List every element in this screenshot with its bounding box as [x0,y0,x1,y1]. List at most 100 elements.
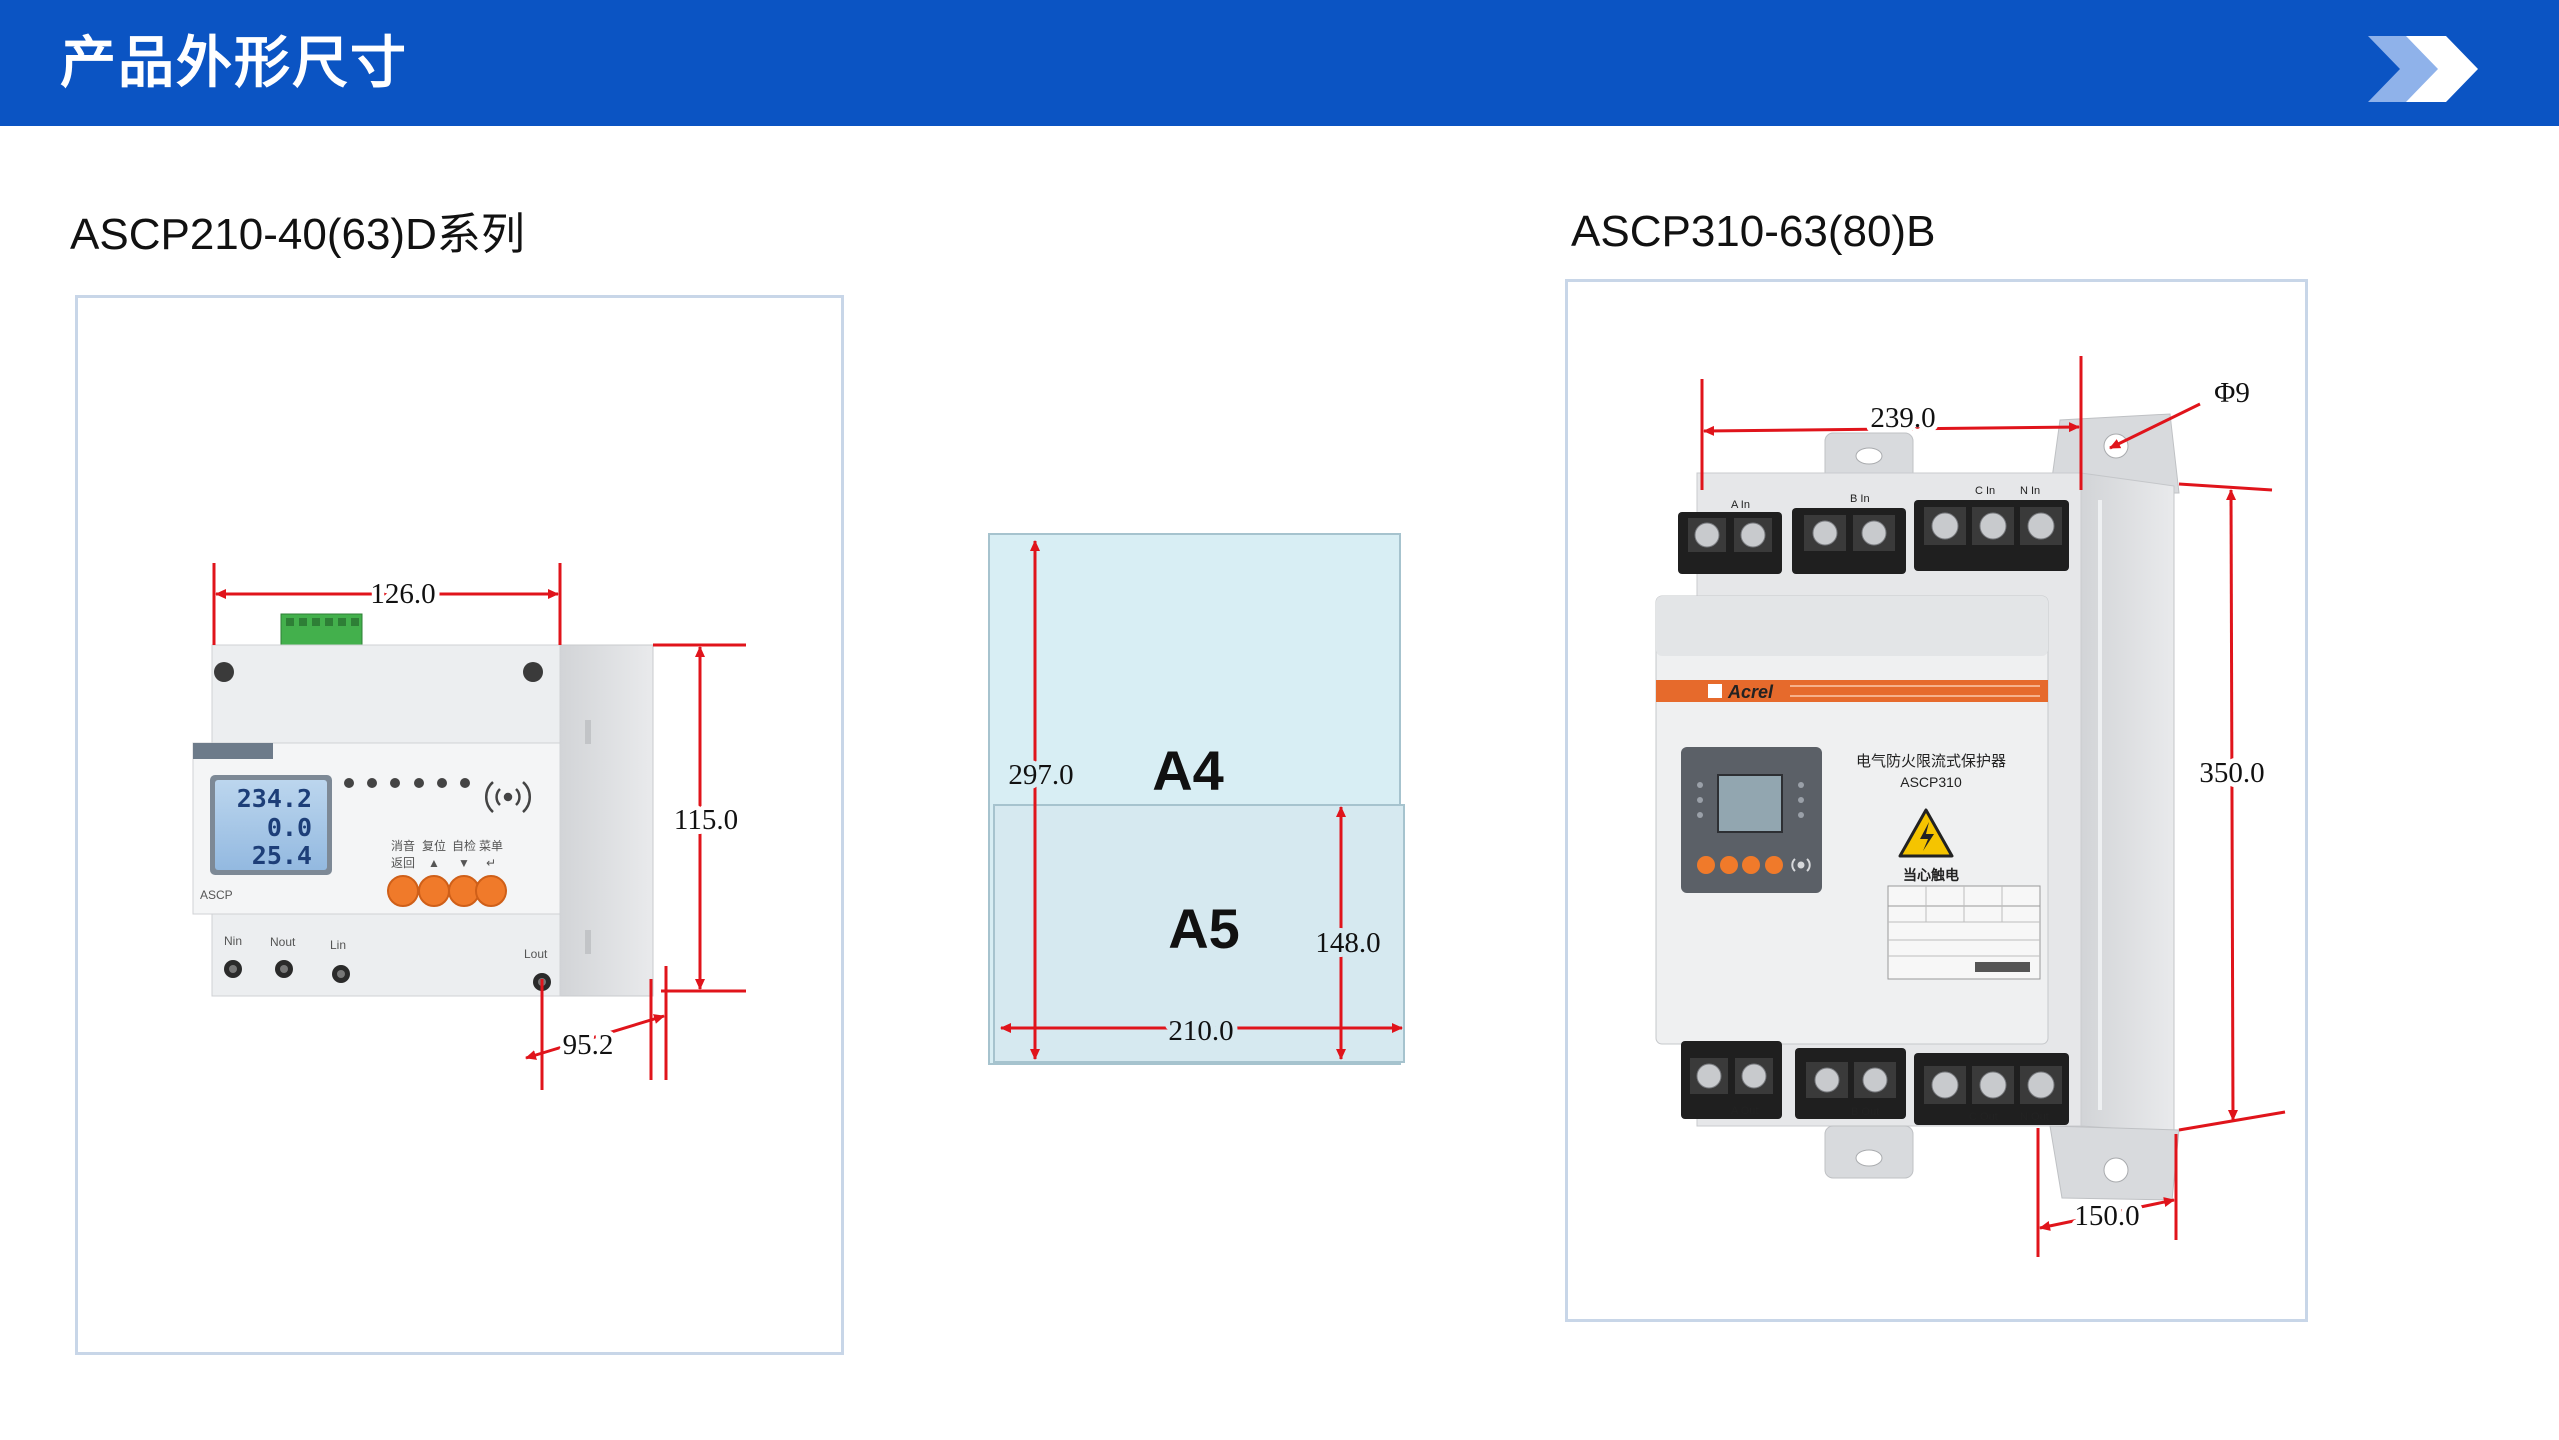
left-device-image: 234.2 0.0 25.4 消音 返回 复位 ▲ 自检 ▼ 菜单 ↵ [192,613,654,997]
device-side-panel [559,644,654,997]
height-dimension-line [2226,489,2238,1121]
lcd-temperature: 25.4 [252,841,312,870]
lcd-screen [215,780,327,870]
status-leds [1697,782,1804,818]
terminal-label-a-out: A Out [1731,1105,1759,1117]
side-slot [585,930,591,954]
lcd-current: 0.0 [267,813,312,842]
a5-label: A5 [1168,897,1240,960]
height-extension-line [2178,482,2273,492]
product-name: 电气防火限流式保护器 [1856,753,2006,770]
device-top-panel [211,644,561,744]
mounting-hole [2103,1157,2129,1183]
selftest-down-button [448,875,480,907]
a5-sheet [993,804,1405,1063]
terminal-label-n-in: N In [2020,485,2040,497]
left-dimensions: 126.0 115.0 95.2 [212,563,746,1090]
width-label: 126.0 [370,578,435,610]
side-slot [585,720,591,744]
terminal-label-c-out: C Out [1969,1111,1998,1123]
page-title: 产品外形尺寸 [60,31,408,94]
mounting-slot [1855,447,1883,465]
input-terminal-blocks [1678,500,2069,574]
terminal-label-a-in: A In [1731,499,1750,511]
right-product-title: ASCP310-63(80)B [1571,207,1936,256]
terminal-screws [286,618,359,626]
wireless-icon [484,781,532,813]
terminal-label-lout: Lout [524,947,548,961]
a4-width-label: 210.0 [1168,1015,1233,1047]
mute-return-button [387,875,419,907]
header-bar: 产品外形尺寸 [0,0,2559,126]
terminal-label-n-out: N Out [2020,1111,2049,1123]
terminal-label-lin: Lin [330,938,346,952]
device-side-panel [2080,472,2175,1133]
bottom-mounting-tabs [1824,1125,2180,1201]
height-label: 115.0 [674,804,738,836]
height-label: 350.0 [2199,757,2264,789]
brand-stripe: Acrel [1656,680,2048,702]
reset-up-button [418,875,450,907]
mounting-slot [1855,1149,1883,1167]
terminal-holes [224,960,551,991]
lcd-voltage: 234.2 [237,784,312,813]
rating-label [1887,885,2041,980]
right-product-frame [1565,279,2308,1322]
model-label: ASCP [200,888,233,902]
button-label-mute: 消音 [391,838,415,853]
warning-text: 当心触电 [1903,867,1959,883]
model-tag [193,743,273,759]
depth-label: 150.0 [2074,1200,2139,1232]
depth-dimension-line [2039,1197,2175,1231]
terminal-label-nout: Nout [270,935,296,949]
input-terminal-labels: A In B In C In N In [1731,485,2040,511]
button-label-up: ▲ [428,856,440,870]
button-labels: 消音 返回 复位 ▲ 自检 ▼ 菜单 ↵ [391,838,503,870]
product-model: ASCP310 [1900,774,1962,790]
right-device-image: A In B In C In N In Acrel [1655,413,2180,1201]
device-buttons [387,875,507,907]
indicator-leds [344,778,470,788]
right-dimensions: 239.0 Φ9 350.0 150.0 [1700,356,2286,1257]
terminal-label-b-in: B In [1850,493,1870,505]
left-product-title: ASCP210-40(63)D系列 [70,210,525,259]
screw-hole [523,662,543,682]
terminal-label-b-out: B Out [1851,1106,1879,1118]
a5-height-label: 148.0 [1315,927,1380,959]
double-chevron-right-icon [2368,36,2478,102]
button-label-menu: 菜单 [479,839,503,853]
lcd-screen [1717,774,1783,833]
chevron-front-icon [2406,36,2478,102]
a4-height-label: 297.0 [1008,759,1073,791]
output-terminal-labels: A Out B Out C Out N Out [1731,1105,2049,1123]
terminal-label-c-in: C In [1975,485,1995,497]
output-terminal-blocks [1681,1041,2069,1125]
button-label-selftest: 自检 [452,838,476,853]
front-module-bevel [1656,596,2048,656]
button-label-return: 返回 [391,856,415,870]
hole-diameter-label: Φ9 [2214,377,2250,409]
screw-hole [214,662,234,682]
panel-buttons [1697,856,1783,874]
display-panel [1681,747,1822,893]
width-label: 239.0 [1870,402,1935,434]
a4-label: A4 [1152,739,1224,802]
width-dimension-line [1703,422,2080,436]
button-label-reset: 复位 [422,838,446,853]
button-label-down: ▼ [458,856,470,870]
hole-leader-line [2109,402,2201,450]
button-label-enter: ↵ [486,856,496,870]
brand-logo: Acrel [1727,682,1774,702]
acrel-logo-mark [1708,684,1722,698]
height-extension-line [2178,1110,2286,1132]
barcode [1975,962,2030,972]
depth-dimension-line [525,1014,665,1060]
wireless-icon [1791,858,1811,872]
paper-size-reference: A4 A5 297.0 210.0 148.0 [988,533,1405,1065]
depth-label: 95.2 [563,1029,614,1061]
green-terminal-block [280,613,363,646]
device-bottom-panel [211,913,561,997]
left-product-frame [75,295,844,1355]
terminal-label-nin: Nin [224,934,242,948]
